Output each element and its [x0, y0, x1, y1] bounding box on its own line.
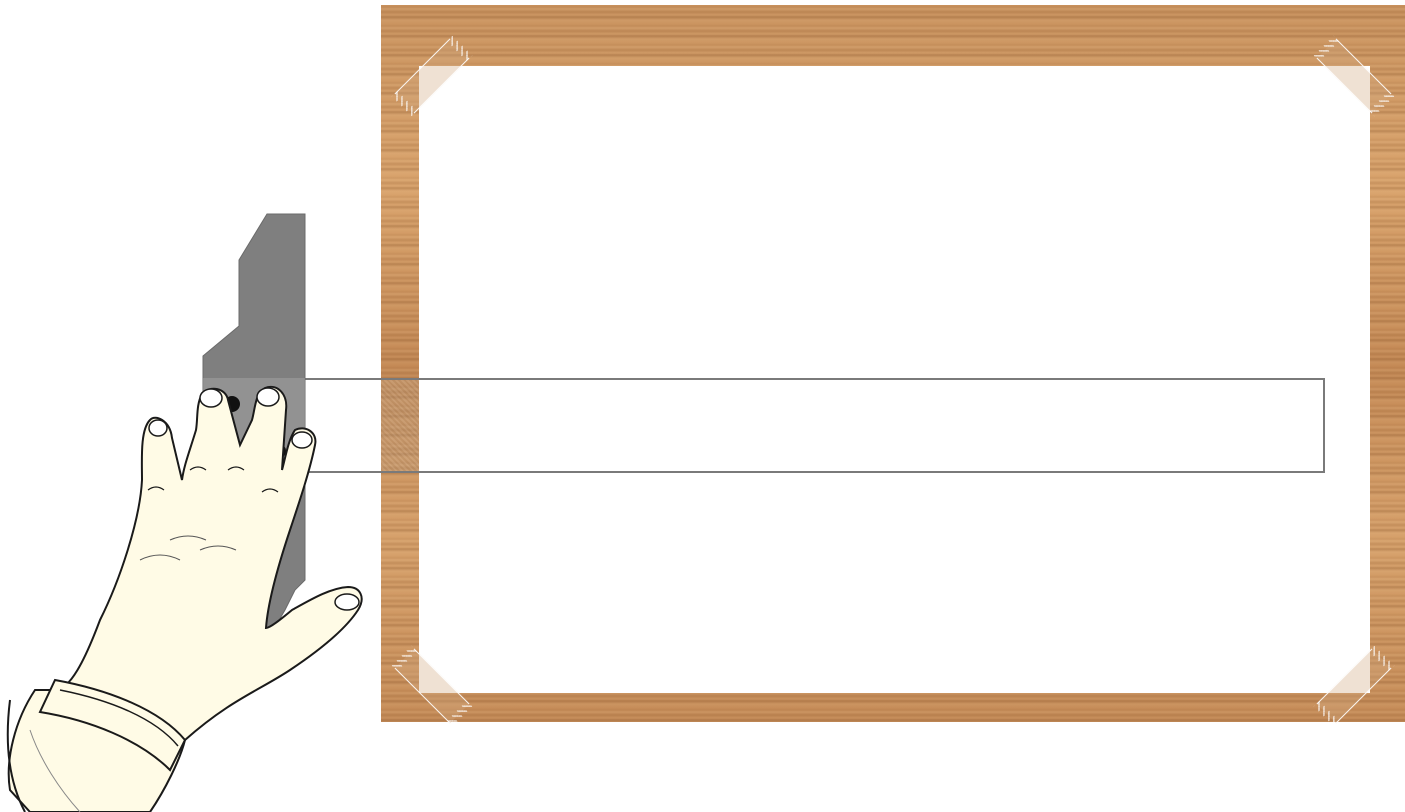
slider-frame[interactable] — [203, 378, 1325, 473]
slider-frame-overlap — [381, 380, 419, 471]
